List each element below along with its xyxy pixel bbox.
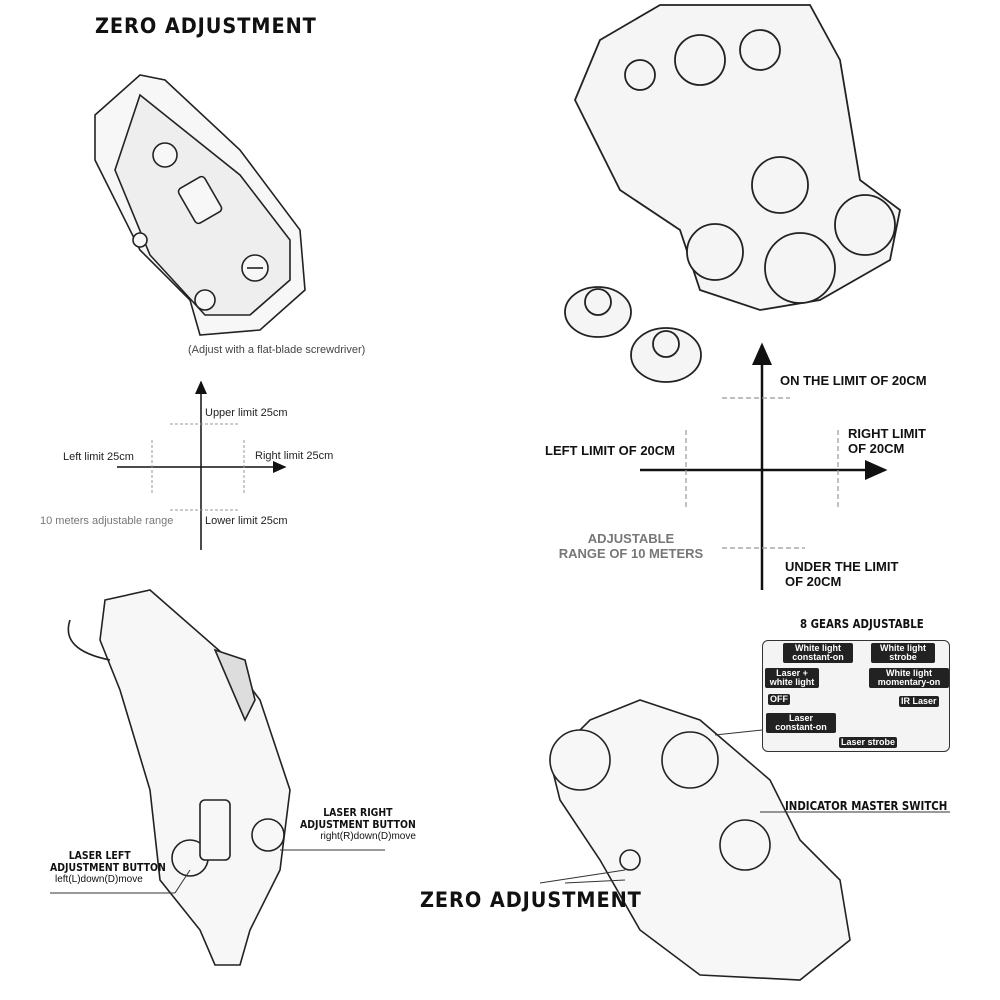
- screwdriver-note: (Adjust with a flat-blade screwdriver): [188, 344, 366, 356]
- left-button-desc: left(L)down(D)move: [55, 874, 143, 885]
- left-limit-20cm: LEFT LIMIT OF 20CM: [545, 443, 675, 458]
- lower-limit-label: Lower limit 25cm: [205, 515, 288, 527]
- adjustable-range-label: 10 meters adjustable range: [40, 515, 174, 527]
- mode-label: Laser constant-on: [766, 713, 836, 733]
- mode-label: White light momentary-on: [869, 668, 949, 688]
- right-button-line2: ADJUSTMENT BUTTON: [300, 818, 416, 831]
- left-button-line2: ADJUSTMENT BUTTON: [50, 861, 166, 874]
- right-limit-label: Right limit 25cm: [255, 450, 334, 462]
- left-adjust-axes: [117, 380, 287, 550]
- zero-adjustment-title: ZERO ADJUSTMENT: [95, 14, 317, 38]
- mode-selector-panel: White light constant-on White light stro…: [762, 640, 950, 752]
- laser-left-button-label: LASER LEFT ADJUSTMENT BUTTON left(L)down…: [50, 849, 186, 886]
- upper-limit-20cm: ON THE LIMIT OF 20CM: [780, 373, 927, 388]
- range-line2: RANGE OF 10 METERS: [558, 546, 704, 561]
- device-sketch-bottom-left: [67, 589, 291, 966]
- mode-label: OFF: [768, 694, 790, 705]
- upper-limit-label: Upper limit 25cm: [205, 407, 288, 419]
- zero-adjustment-label-bottom: ZERO ADJUSTMENT: [420, 888, 642, 912]
- right-button-desc: right(R)down(D)move: [320, 831, 416, 842]
- mode-label: Laser + white light: [765, 668, 819, 688]
- device-sketch-top-left: [94, 74, 306, 336]
- indicator-master-switch-label: INDICATOR MASTER SWITCH: [785, 799, 948, 813]
- gears-title: 8 GEARS ADJUSTABLE: [800, 617, 924, 631]
- left-button-line1: LASER LEFT: [68, 849, 131, 862]
- device-sketch-top-right: [564, 4, 901, 383]
- right-limit-line1: RIGHT LIMIT: [848, 426, 926, 441]
- mode-label: White light strobe: [871, 643, 935, 663]
- left-limit-label: Left limit 25cm: [63, 451, 134, 463]
- lower-limit-line1: UNDER THE LIMIT: [785, 559, 899, 574]
- right-limit-line2: OF 20CM: [848, 441, 905, 456]
- mode-label: IR Laser: [899, 696, 939, 707]
- right-button-line1: LASER RIGHT: [323, 806, 393, 819]
- device-sketch-bottom-right: [549, 699, 851, 981]
- right-adjust-axes: [640, 342, 888, 590]
- mode-label: White light constant-on: [783, 643, 853, 663]
- laser-right-button-label: LASER RIGHT ADJUSTMENT BUTTON right(R)do…: [300, 806, 436, 843]
- lower-limit-line2: OF 20CM: [785, 574, 842, 589]
- range-line1: ADJUSTABLE: [587, 531, 675, 546]
- mode-label: Laser strobe: [839, 737, 898, 748]
